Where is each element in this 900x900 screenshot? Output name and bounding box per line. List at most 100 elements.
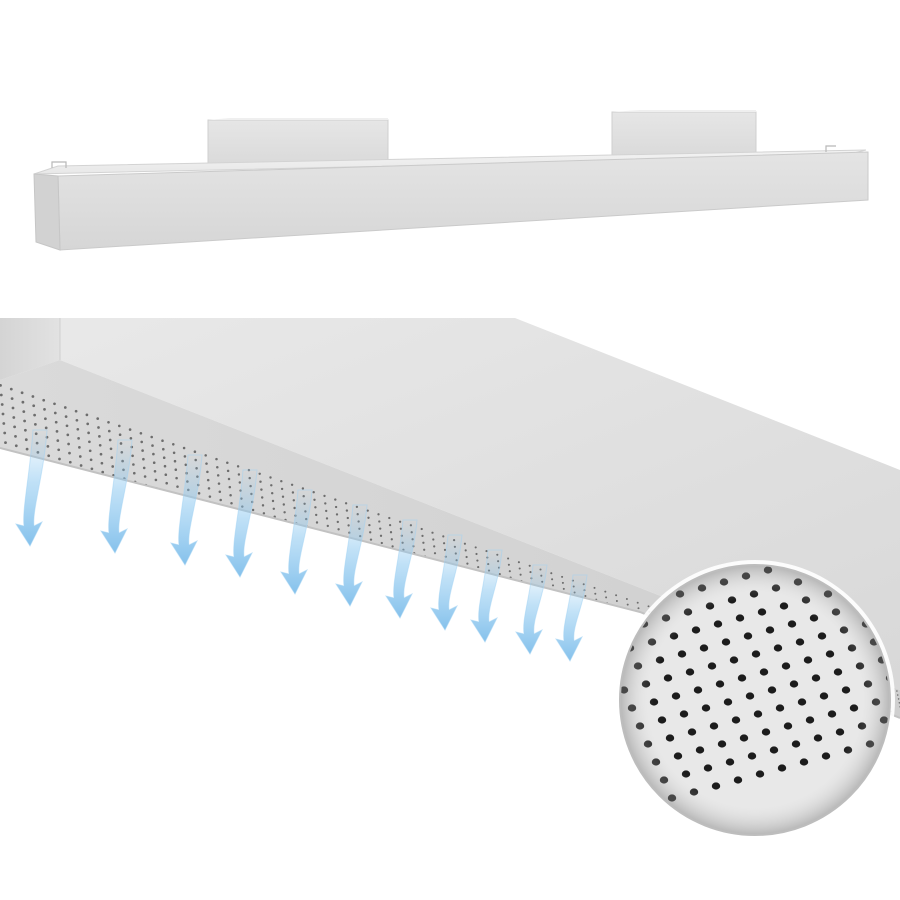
magnified-hole [758,386,766,393]
magnified-hole [712,338,720,345]
perforation-hole [260,496,264,499]
perforation-hole [174,468,178,471]
perforation-hole [88,449,92,453]
perforation-hole [0,403,4,406]
magnified-hole [772,362,780,369]
perforation-hole [315,513,318,517]
magnified-hole [412,662,420,669]
perforation-hole [238,481,242,484]
magnified-hole [818,410,826,417]
perforation-hole [389,531,393,534]
perforation-hole [64,415,68,418]
perforation-hole [68,460,72,464]
mounting-clip-right [825,145,836,152]
perforation-hole [175,476,178,480]
perforation-hole [508,570,511,573]
perforation-hole [615,594,618,597]
magnified-hole [848,422,856,429]
perforation-hole [561,575,564,578]
magnified-hole [506,818,514,825]
magnified-hole [410,602,418,609]
magnified-hole [766,404,774,411]
perforation-hole [79,464,83,467]
perforation-hole [620,628,623,631]
perforation-hole [617,611,620,614]
perforation-hole [608,619,611,622]
magnified-hole [468,788,476,795]
perforation-hole [519,573,522,576]
magnified-hole [552,644,560,651]
magnified-hole [578,758,586,765]
perforation-hole [414,565,418,569]
magnified-hole [524,692,532,699]
perforation-hole [325,517,329,520]
perforation-hole [500,585,503,588]
magnified-hole [536,830,544,837]
perforation-hole [435,565,438,569]
magnified-hole [646,356,654,363]
magnified-hole [570,740,578,747]
perforation-hole [476,559,479,562]
perforation-magnifier [410,320,895,840]
perforation-hole [78,455,82,458]
perforation-hole [43,408,46,411]
magnified-hole [808,332,816,339]
perforation-hole [20,391,24,395]
perforation-hole [231,510,234,513]
perforation-hole [474,546,477,549]
perforation-hole [270,491,274,495]
perforation-hole [618,617,621,619]
perforation-hole [432,538,435,541]
magnified-hole [546,686,554,693]
magnified-hole [444,734,452,741]
perforation-hole [315,521,319,524]
magnified-hole [540,728,548,735]
magnified-hole [502,698,510,705]
airflow-arrow [554,574,588,663]
airflow-arrow [99,439,133,555]
perforation-hole [260,488,263,491]
perforation-hole [208,495,212,498]
perforation-hole [101,470,105,474]
perforation-hole [270,484,273,487]
magnified-hole [584,716,592,723]
magnified-hole [510,716,518,723]
magnified-hole [572,800,580,807]
magnified-hole [778,320,786,327]
magnified-hole [816,350,824,357]
perforation-hole [100,461,104,465]
perforation-hole [132,463,135,466]
magnified-hole [548,746,556,753]
perforation-hole [118,433,122,437]
perforation-hole [97,426,100,429]
perforation-hole [380,541,383,545]
perforation-hole [184,463,188,467]
magnified-hole [488,722,496,729]
perforation-hole [46,445,50,448]
perforation-hole [561,581,564,584]
perforation-hole [517,561,520,564]
perforation-hole [109,447,113,451]
perforation-hole [44,426,48,430]
perforation-hole [896,694,899,696]
magnified-hole [645,800,655,808]
perforation-hole [465,555,468,559]
perforation-hole [466,562,469,565]
perforation-hole [325,509,328,513]
perforation-hole [562,587,565,590]
diffuser-end-panel [0,318,60,380]
perforation-hole [218,490,222,494]
perforation-hole [421,534,424,538]
magnified-hole [434,656,442,663]
perforation-hole [369,531,372,534]
perforation-hole [183,455,187,458]
perforation-hole [11,406,15,410]
perforation-hole [176,485,179,488]
perforation-hole [77,437,80,440]
magnified-hole [600,752,608,759]
perforation-hole [272,507,276,511]
perforation-hole [597,616,600,618]
magnified-hole [592,734,600,741]
perforation-hole [498,573,501,576]
perforation-hole [154,478,158,482]
